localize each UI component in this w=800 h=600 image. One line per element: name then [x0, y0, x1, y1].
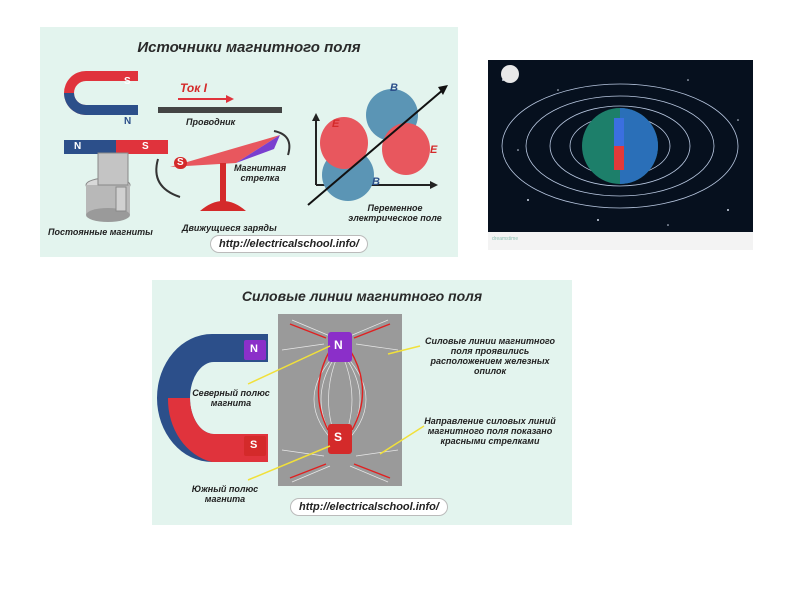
rotation-arrow-right: [273, 130, 291, 156]
horseshoe-n-label: N: [250, 343, 258, 355]
magnetic-sources-panel: Источники магнитного поля: [40, 27, 458, 257]
horseshoe-s-pole: [244, 436, 266, 456]
b-field-label-top: B: [390, 82, 398, 94]
horseshoe-s-pole-label: S: [124, 76, 131, 87]
small-magnet: [115, 186, 127, 212]
needle-base: [200, 201, 246, 211]
current-arrow-head: [226, 95, 234, 103]
permanent-magnets-label: Постоянные магниты: [48, 227, 153, 237]
e-field-lobe-right: [382, 123, 430, 175]
conductor: [158, 107, 282, 113]
bar-s-pole-label: S: [142, 141, 149, 152]
propagation-axis: [307, 88, 445, 206]
panel-title: Силовые линии магнитного поля: [241, 288, 483, 304]
conductor-label: Проводник: [186, 117, 236, 127]
south-pole-label: Южный полюс магнита: [191, 484, 259, 504]
horseshoe-magnet-bottom: [64, 93, 138, 115]
e-field-label-left: E: [332, 118, 340, 130]
north-pole-label: Северный полюс магнита: [192, 388, 270, 408]
cylinder-magnet: [97, 152, 129, 186]
horseshoe-n-pole-label: N: [124, 116, 132, 127]
current-label: Ток I: [180, 81, 207, 95]
magnetosphere-illustration: [488, 60, 753, 232]
direction-label: Направление силовых линий магнитного пол…: [424, 416, 556, 446]
axis-horizontal-head: [430, 181, 438, 189]
bar-n-pole-label: N: [74, 141, 82, 152]
magnetic-sources-illustration: [64, 71, 448, 222]
horseshoe-n-pole: [244, 340, 266, 360]
photo-n-label: N: [334, 338, 343, 352]
e-field-lobe-left: [320, 117, 368, 169]
magnet-n-half: [614, 118, 624, 146]
magnet-s-half: [614, 146, 624, 170]
bar-magnet-n-half: [64, 140, 116, 154]
photo-s-pole: [328, 424, 352, 454]
e-field-label-right: E: [430, 144, 438, 156]
horseshoe-magnet-south: [167, 398, 268, 462]
field-lines-panel: Силовые линии магнитного поля: [152, 280, 572, 525]
earth-magnetosphere-image: dreamstime: [488, 60, 753, 250]
axis-vertical-head: [312, 113, 320, 121]
needle-s-pole-label: S: [174, 157, 187, 169]
needle-label: Магнитная стрелка: [233, 163, 287, 183]
horseshoe-s-label: S: [250, 439, 258, 451]
moon-icon: [501, 65, 519, 83]
photo-n-pole: [328, 332, 352, 362]
alt-field-label: Переменное электрическое поле: [348, 203, 442, 223]
source-url: http://electricalschool.info/: [290, 498, 448, 516]
moving-charges-label: Движущиеся заряды: [182, 223, 277, 233]
b-field-label-bottom: B: [372, 176, 380, 188]
photo-s-label: S: [334, 430, 343, 444]
field-lines-illustration: [157, 314, 425, 486]
source-url: http://electricalschool.info/: [210, 235, 368, 253]
panel-title: Источники магнитного поля: [137, 39, 361, 56]
needle-purple: [236, 135, 280, 163]
bar-magnet-s-half: [116, 140, 168, 154]
needle-red: [170, 135, 280, 167]
rotation-arrow-left: [155, 158, 181, 198]
propagation-axis-head: [438, 85, 448, 95]
needle-stand: [220, 163, 226, 203]
filings-label: Силовые линии магнитного поля проявились…: [424, 336, 556, 376]
watermark: dreamstime: [492, 236, 519, 242]
